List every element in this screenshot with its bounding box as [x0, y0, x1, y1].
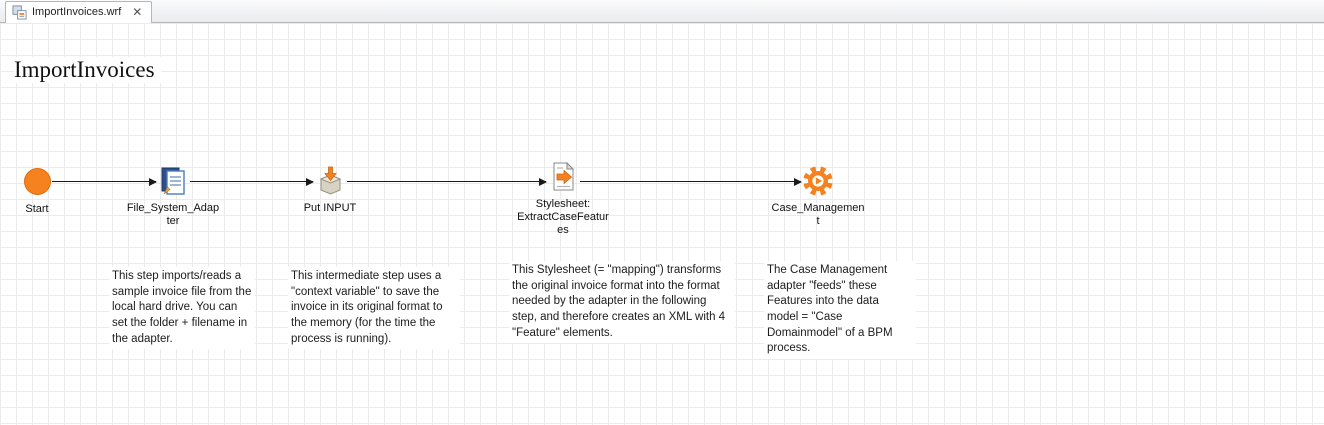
gear-play-icon	[802, 165, 834, 196]
editor-tab-bar: ImportInvoices.wrf ✕	[0, 0, 1324, 23]
stylesheet-mapping-icon	[548, 161, 579, 192]
node-label: Case_Managemen t	[771, 202, 865, 228]
node-file-system-adapter[interactable]: File_System_Adap ter	[113, 165, 233, 228]
connector-start-to-file-system-adapter	[52, 177, 157, 186]
annotation-file-system-adapter[interactable]: This step imports/reads a sample invoice…	[109, 267, 255, 350]
annotation-case-management[interactable]: The Case Management adapter "feeds" thes…	[764, 261, 916, 359]
annotation-stylesheet[interactable]: This Stylesheet (= "mapping") transforms…	[509, 261, 735, 344]
box-input-icon	[315, 165, 346, 196]
annotation-put-input[interactable]: This intermediate step uses a "context v…	[288, 267, 460, 350]
connector-put-input-to-stylesheet	[347, 177, 547, 186]
tab-importinvoices[interactable]: ImportInvoices.wrf ✕	[5, 1, 153, 23]
workflow-canvas[interactable]: ImportInvoices Start	[0, 23, 1324, 425]
node-label: Stylesheet: ExtractCaseFeatur es	[517, 198, 609, 237]
node-case-management[interactable]: Case_Managemen t	[768, 165, 868, 228]
connector-stylesheet-to-case-management	[580, 177, 802, 186]
document-stack-icon	[158, 165, 189, 196]
page-title: ImportInvoices	[14, 57, 161, 83]
node-label: File_System_Adap ter	[126, 202, 220, 228]
node-label: Put INPUT	[303, 202, 357, 214]
tab-title: ImportInvoices.wrf	[32, 6, 122, 18]
workflow-file-icon	[12, 4, 27, 20]
node-start[interactable]: Start	[12, 166, 62, 216]
node-label: Start	[25, 203, 49, 215]
node-put-input[interactable]: Put INPUT	[270, 165, 390, 215]
node-stylesheet-extractcasefeatures[interactable]: Stylesheet: ExtractCaseFeatur es	[493, 161, 633, 238]
connector-file-system-adapter-to-put-input	[190, 177, 314, 186]
tab-close-icon[interactable]: ✕	[132, 5, 143, 19]
start-icon	[23, 166, 51, 197]
